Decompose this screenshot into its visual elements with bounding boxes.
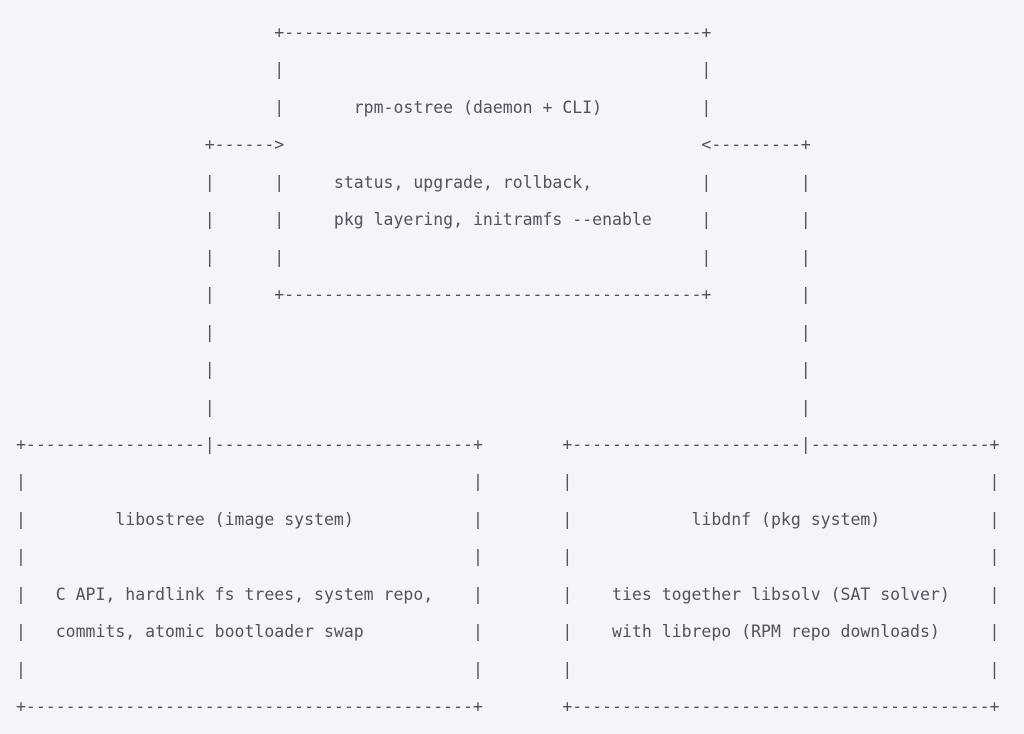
rpm-ostree-architecture-diagram: +---------------------------------------… [16, 23, 1000, 717]
ascii-diagram-page: +---------------------------------------… [16, 23, 1000, 717]
